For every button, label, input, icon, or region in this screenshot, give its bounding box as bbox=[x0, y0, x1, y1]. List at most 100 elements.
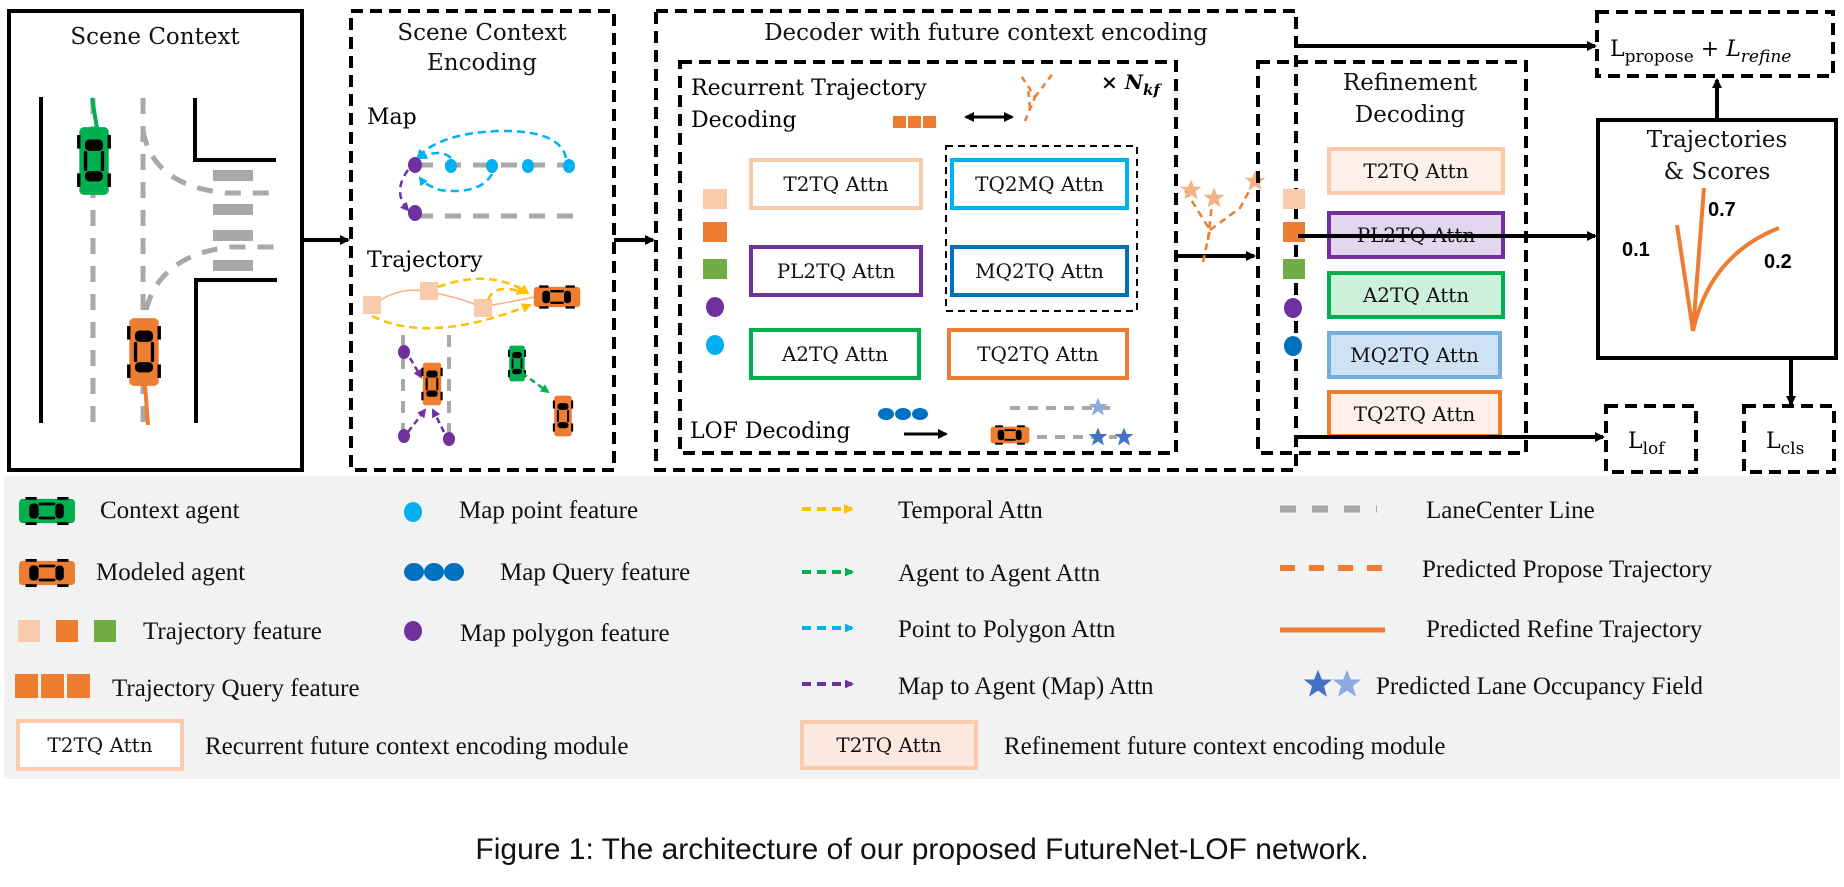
score-1: 0.1 bbox=[1622, 239, 1650, 261]
map-point-legend-icon bbox=[404, 502, 422, 522]
attn-module-frame bbox=[1327, 271, 1505, 319]
legend-map-query-feature: Map Query feature bbox=[500, 559, 690, 586]
legend-predicted-refine: Predicted Refine Trajectory bbox=[1426, 616, 1703, 643]
attn-module-tq2tq-attn: TQ2TQ Attn bbox=[947, 328, 1129, 380]
recurrent-decoding-block: Recurrent Trajectory Decoding × Nkf bbox=[678, 60, 1178, 455]
recurrent-module-sample-label: T2TQ Attn bbox=[47, 733, 152, 757]
lane-center-lines bbox=[90, 98, 276, 423]
trajectory-query-icon bbox=[893, 116, 936, 128]
agent-to-agent-arrow bbox=[521, 371, 550, 394]
score-3: 0.2 bbox=[1764, 251, 1792, 273]
encoding-frame bbox=[349, 9, 616, 472]
trajectory-feature-light-icon bbox=[18, 620, 40, 642]
attn-module-tq2tq-attn: TQ2TQ Attn bbox=[1327, 390, 1502, 438]
encoding-agent-orange-1 bbox=[421, 362, 443, 406]
trajectory-features bbox=[363, 282, 492, 317]
encoding-agent-green bbox=[508, 345, 526, 382]
propose-refine-loss: Lpropose + Lrefine bbox=[1610, 37, 1791, 67]
scene-context-panel: Scene Context bbox=[7, 9, 304, 472]
recurrent-title-line1: Recurrent Trajectory bbox=[691, 76, 927, 101]
legend-temporal-attn: Temporal Attn bbox=[898, 497, 1043, 524]
legend-lanecenter-line: LaneCenter Line bbox=[1426, 497, 1595, 524]
scene-context-frame bbox=[7, 9, 304, 472]
lof-decoding-label: LOF Decoding bbox=[690, 419, 851, 444]
attn-module-mq2tq-attn: MQ2TQ Attn bbox=[950, 245, 1129, 297]
legend-trajectory-query-feature: Trajectory Query feature bbox=[112, 675, 360, 702]
crosswalk bbox=[213, 170, 253, 271]
attn-module-label: PL2TQ Attn bbox=[777, 259, 896, 283]
road-edges bbox=[39, 97, 277, 423]
decoder-title: Decoder with future context encoding bbox=[764, 20, 1208, 46]
encoding-small-lanes bbox=[401, 335, 451, 432]
point-to-polygon-arrows bbox=[416, 129, 568, 193]
legend-map-point-feature: Map point feature bbox=[459, 497, 638, 524]
trajectories-scores-panel: Trajectories & Scores 0.1 0.7 0.2 bbox=[1596, 118, 1838, 360]
refinement-feature-column bbox=[1283, 189, 1305, 356]
attn-module-label: A2TQ Attn bbox=[1362, 283, 1469, 307]
legend-map-to-agent-attn: Map to Agent (Map) Attn bbox=[898, 673, 1154, 700]
attn-module-tq2mq-attn: TQ2MQ Attn bbox=[950, 158, 1129, 210]
cls-loss: Lcls bbox=[1766, 429, 1804, 459]
trajectories-title-line1: Trajectories bbox=[1647, 127, 1788, 153]
encoding-agent-orange-2 bbox=[552, 395, 574, 437]
recurrent-feature-column bbox=[703, 189, 727, 355]
encoding-polygon-dots bbox=[398, 345, 455, 446]
refinement-frame bbox=[1256, 60, 1528, 455]
lof-loss-box: Llof bbox=[1604, 404, 1698, 474]
attn-module-frame bbox=[950, 158, 1129, 210]
attn-module-t2tq-attn: T2TQ Attn bbox=[1327, 147, 1505, 195]
trajectory-feature-orange-icon bbox=[56, 620, 78, 642]
repeat-multiplier: × Nkf bbox=[1101, 70, 1162, 99]
recurrent-module-sample bbox=[16, 719, 184, 771]
legend: Context agent Modeled agent Trajectory f… bbox=[4, 476, 1840, 779]
trajectory-history-line bbox=[372, 289, 536, 308]
trajectory-feature-green-icon bbox=[94, 620, 116, 642]
legend-predicted-lof: Predicted Lane Occupancy Field bbox=[1376, 673, 1703, 700]
trajectories-title-line2: & Scores bbox=[1664, 159, 1771, 185]
attn-module-label: MQ2TQ Attn bbox=[1350, 343, 1479, 367]
refined-trajectories bbox=[1675, 187, 1780, 332]
map-polygon-features bbox=[408, 157, 422, 221]
attn-module-label: T2TQ Attn bbox=[783, 172, 888, 196]
legend-map-polygon-feature: Map polygon feature bbox=[460, 620, 670, 647]
refinement-title-line2: Decoding bbox=[1355, 102, 1466, 128]
attn-module-label: TQ2TQ Attn bbox=[977, 342, 1099, 366]
legend-context-agent: Context agent bbox=[100, 497, 240, 524]
legend-point-to-polygon-attn: Point to Polygon Attn bbox=[898, 616, 1116, 643]
legend-predicted-propose: Predicted Propose Trajectory bbox=[1422, 556, 1713, 583]
modeled-agent-history bbox=[143, 384, 150, 426]
attn-module-label: TQ2MQ Attn bbox=[975, 172, 1104, 196]
map-to-agent-arrows bbox=[407, 357, 446, 433]
lof-agent-icon bbox=[990, 425, 1030, 445]
attn-module-frame bbox=[749, 245, 923, 297]
refinement-module-sample bbox=[800, 720, 978, 770]
context-agent-icon bbox=[19, 497, 75, 525]
attn-module-frame bbox=[749, 328, 921, 380]
attn-module-frame bbox=[947, 328, 1129, 380]
recurrent-title-line2: Decoding bbox=[691, 108, 797, 133]
attn-module-pl2tq-attn: PL2TQ Attn bbox=[749, 245, 923, 297]
cls-loss-box: Lcls bbox=[1742, 404, 1836, 474]
refinement-title-line1: Refinement bbox=[1343, 70, 1478, 96]
score-2: 0.7 bbox=[1708, 199, 1736, 221]
trajectory-query-legend-icon bbox=[15, 674, 90, 698]
refinement-module-sample-label: T2TQ Attn bbox=[836, 733, 941, 757]
attn-module-frame bbox=[749, 158, 923, 210]
polygon-to-polygon-arrow bbox=[398, 169, 410, 212]
lof-lanes bbox=[1010, 406, 1117, 439]
decoder-panel: Decoder with future context encoding Rec… bbox=[654, 9, 1528, 472]
legend-trajectory-feature: Trajectory feature bbox=[143, 618, 322, 645]
attn-module-frame bbox=[1327, 147, 1505, 195]
map-polygon-legend-icon bbox=[404, 621, 422, 641]
propose-refine-loss-box: Lpropose + Lrefine bbox=[1595, 10, 1835, 78]
scene-context-title: Scene Context bbox=[70, 24, 240, 50]
attn-module-label: A2TQ Attn bbox=[781, 342, 888, 366]
map-label: Map bbox=[367, 105, 417, 130]
modeled-agent-car-icon bbox=[127, 318, 161, 386]
attn-module-frame bbox=[1327, 331, 1502, 379]
attn-module-label: MQ2TQ Attn bbox=[975, 259, 1104, 283]
